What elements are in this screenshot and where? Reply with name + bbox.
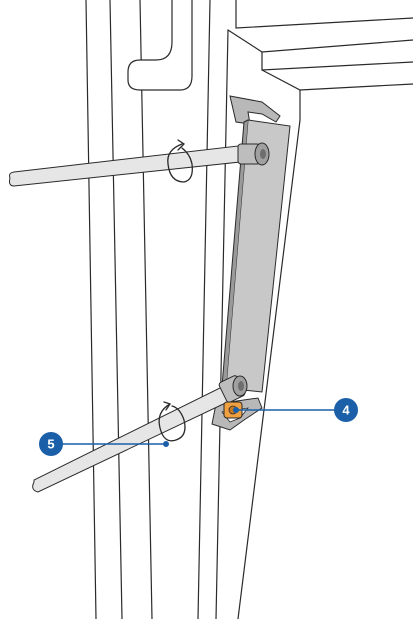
frame-recess <box>261 69 413 91</box>
antenna-upper-connector-core <box>260 149 266 159</box>
frame-corner-inner <box>261 51 413 71</box>
callout-5: 5 <box>39 432 169 456</box>
callout-4-badge <box>334 398 358 422</box>
callout-4: 4 <box>233 398 358 422</box>
callout-4-anchor <box>233 407 239 413</box>
rotate-arrow-icon <box>167 139 193 183</box>
callout-4-label: 4 <box>342 403 350 418</box>
frame-line-3 <box>139 0 153 619</box>
door-frame <box>85 0 413 619</box>
frame-line-4 <box>197 0 211 619</box>
callout-5-label: 5 <box>47 437 54 452</box>
frame-line-2 <box>109 0 123 619</box>
antenna-lower-whip <box>32 383 237 493</box>
antenna-lower <box>32 375 248 493</box>
rotate-arrow-icon <box>158 401 186 442</box>
frame-line-5 <box>215 29 229 619</box>
frame-corner-middle <box>227 29 413 53</box>
antenna-upper-whip <box>9 145 241 187</box>
bracket-top-clip <box>229 95 281 125</box>
callout-5-anchor <box>163 441 169 447</box>
door-handle <box>127 0 193 91</box>
frame-corner-outer <box>235 0 413 29</box>
antenna-upper <box>9 142 270 187</box>
callout-5-badge <box>39 432 63 456</box>
frame-line-1 <box>85 0 97 619</box>
antenna-lower-connector-core <box>238 381 244 391</box>
frame-post-right <box>237 119 301 619</box>
